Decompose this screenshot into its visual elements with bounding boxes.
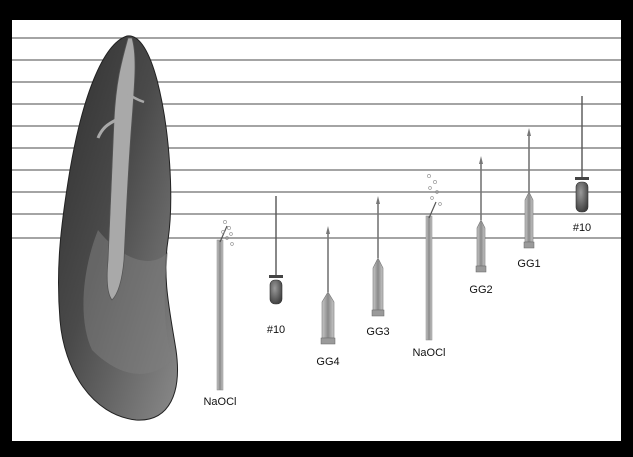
label-gg3: GG3 (366, 326, 389, 338)
label-file-10-1: #10 (267, 324, 285, 336)
naocl-needle-1 (217, 220, 233, 390)
label-naocl-2: NaOCl (412, 347, 445, 359)
label-file-10-2: #10 (573, 222, 591, 234)
label-gg2: GG2 (469, 284, 492, 296)
label-naocl-1: NaOCl (203, 396, 236, 408)
file-10-instrument-1 (269, 196, 283, 304)
tooth-instrument-diagram (12, 20, 621, 441)
label-gg4: GG4 (316, 356, 339, 368)
file-10-instrument-2 (575, 96, 589, 212)
label-gg1: GG1 (517, 258, 540, 270)
gg4-instrument (321, 226, 335, 344)
naocl-needle-2 (426, 174, 441, 340)
diagram-panel: NaOCl #10 GG4 GG3 NaOCl GG2 GG1 #10 (12, 20, 621, 441)
gg1-instrument (524, 128, 534, 248)
